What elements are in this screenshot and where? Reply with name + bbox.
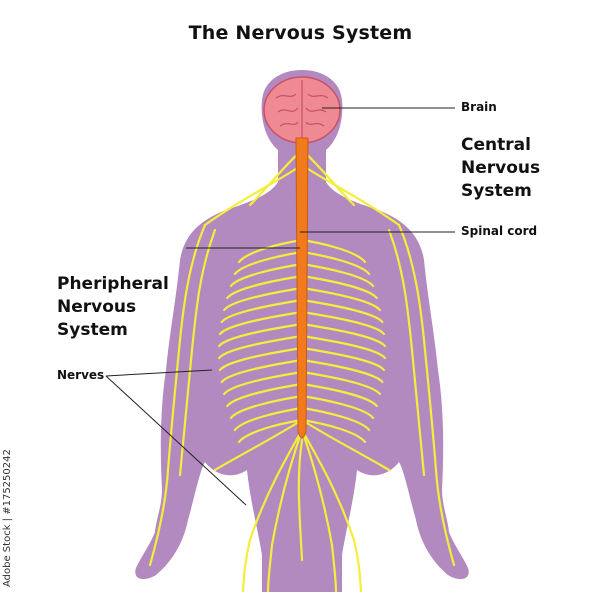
- intercostal-nerve-right: [300, 310, 386, 336]
- central-nervous-system-label: Central Nervous System: [461, 134, 540, 203]
- central-line-2: Nervous: [461, 158, 541, 178]
- arm-nerve-left-outer: [148, 223, 207, 567]
- intercostal-nerve-left: [229, 262, 304, 288]
- intercostal-nerve-right: [300, 322, 386, 348]
- intercostal-nerve-right: [300, 370, 381, 396]
- shoulder-nerve-left: [203, 163, 304, 227]
- shoulder-nerve-right: [300, 163, 401, 227]
- intercostal-nerve-right: [300, 274, 378, 300]
- leg-nerve-left-2: [266, 428, 304, 594]
- arm-nerve-right-outer: [397, 223, 456, 567]
- intercostal-nerve-left: [220, 298, 304, 324]
- nerves-leader-line-2: [105, 375, 247, 506]
- intercostal-nerve-left: [233, 406, 304, 432]
- intercostal-nerve-left: [237, 418, 304, 444]
- intercostal-nerve-right: [300, 406, 371, 432]
- intercostal-nerve-left: [218, 334, 304, 360]
- stock-watermark: Adobe Stock | #175250242: [2, 449, 13, 587]
- intercostal-nerve-right: [300, 238, 367, 264]
- intercostal-nerve-right: [300, 382, 378, 408]
- central-line-3: System: [461, 181, 532, 201]
- peripheral-line-2: Nervous: [57, 297, 137, 317]
- arm-nerve-right-inner: [387, 228, 426, 477]
- intercostal-nerve-right: [300, 394, 375, 420]
- intercostal-nerve-left: [229, 394, 304, 420]
- leg-nerve-right-2: [300, 428, 338, 594]
- intercostal-nerve-left: [218, 310, 304, 336]
- diagram-title: The Nervous System: [188, 22, 413, 44]
- intercostal-nerve-left: [218, 322, 304, 348]
- intercostal-nerve-left: [233, 250, 304, 276]
- intercostal-nerve-right: [300, 418, 367, 444]
- arm-nerve-left-inner: [178, 228, 217, 477]
- peripheral-line-1: Pheripheral: [57, 274, 169, 294]
- intercostal-nerve-left: [220, 358, 304, 384]
- intercostal-nerve-left: [226, 382, 304, 408]
- intercostal-nerve-right: [300, 346, 386, 372]
- intercostal-nerve-right: [300, 250, 371, 276]
- pelvic-nerve-left: [213, 418, 304, 472]
- intercostal-nerve-right: [300, 262, 375, 288]
- nerves-leader-line-1: [105, 369, 213, 377]
- spinal-cord: [295, 137, 309, 438]
- peripheral-nervous-system-label: Pheripheral Nervous System: [57, 273, 169, 342]
- brain-folds: [275, 80, 329, 140]
- intercostal-nerve-right: [300, 358, 384, 384]
- brain-label: Brain: [461, 100, 497, 114]
- intercostal-nerve-right: [300, 298, 384, 324]
- intercostal-nerve-left: [223, 286, 304, 312]
- peripheral-line-3: System: [57, 320, 128, 340]
- spinal-cord-label: Spinal cord: [461, 224, 538, 238]
- leg-nerve-left-1: [241, 428, 304, 594]
- intercostal-nerve-left: [223, 370, 304, 396]
- intercostal-nerve-left: [218, 346, 304, 372]
- pelvic-nerve-right: [300, 418, 391, 472]
- peripheral-nerves: [148, 148, 456, 594]
- leg-nerve-right-1: [300, 428, 363, 594]
- central-line-1: Central: [461, 135, 531, 155]
- intercostal-nerve-left: [237, 238, 304, 264]
- center-nerve: [297, 438, 304, 562]
- nerves-label: Nerves: [57, 368, 105, 382]
- intercostal-nerve-left: [226, 274, 304, 300]
- intercostal-nerve-right: [300, 286, 381, 312]
- intercostal-nerve-right: [300, 334, 386, 360]
